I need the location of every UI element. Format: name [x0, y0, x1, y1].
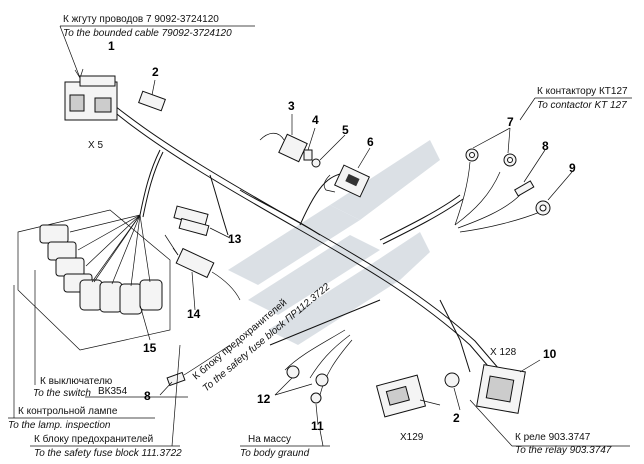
label-ground-en: To body graund — [240, 448, 310, 459]
callout-1: 1 — [108, 39, 115, 53]
part-8-plug-lower — [159, 344, 231, 396]
label-ground-ru: На массу — [248, 434, 291, 445]
watermark-logo — [228, 140, 440, 345]
part-15-connectors — [17, 209, 171, 351]
leader-lines — [8, 25, 632, 447]
callout-8: 8 — [542, 139, 549, 153]
label-x129: Х129 — [400, 432, 424, 443]
terminal-wires-7-8-9 — [454, 161, 541, 233]
label-safety-block-rot-ru: К блоку предохранителей — [190, 297, 289, 383]
label-x5: Х 5 — [88, 140, 103, 151]
callout-2-lower: 2 — [453, 411, 460, 425]
part-5-insulator — [311, 134, 346, 168]
callout-6: 6 — [367, 135, 374, 149]
connector-x128 — [476, 359, 541, 414]
label-relay-ru: К реле 903.3747 — [515, 432, 591, 443]
callout-12: 12 — [257, 392, 271, 406]
callout-3: 3 — [288, 99, 295, 113]
part-3-connector — [259, 114, 308, 163]
callout-11: 11 — [311, 419, 324, 433]
callout-14: 14 — [187, 307, 201, 321]
label-fuse-en: To the safety fuse block 111.3722 — [34, 448, 182, 459]
callout-8-lower: 8 — [144, 389, 151, 403]
callout-10: 10 — [543, 347, 557, 361]
part-2-ring — [444, 372, 461, 411]
label-bounded-cable-ru: К жгуту проводов 7 9092-3724120 — [63, 14, 219, 25]
label-switch-ru: К выключателю — [40, 376, 113, 387]
left-label-leaders — [13, 270, 513, 447]
connector-x129 — [375, 374, 441, 418]
part-13-terminals — [164, 205, 231, 256]
callout-7: 7 — [507, 115, 514, 129]
label-relay-en: To the relay 903.3747 — [515, 445, 612, 456]
label-contactor-ru: К контактору КТ127 — [537, 86, 628, 97]
label-fuse-ru: К блоку предохранителей — [34, 433, 153, 445]
ring-terminals — [465, 148, 551, 216]
callout-4: 4 — [312, 113, 319, 127]
callout-15: 15 — [143, 341, 157, 355]
callout-5: 5 — [342, 123, 349, 137]
connector-x5 — [64, 75, 118, 121]
part-2-terminal — [138, 79, 166, 112]
callout-2: 2 — [152, 65, 159, 79]
label-switch-en: To the switch — [33, 388, 91, 399]
part-14-connector — [175, 247, 241, 311]
callout-9: 9 — [569, 161, 576, 175]
label-x128: Х 128 — [490, 347, 517, 358]
label-lamp-en: To the lamp. inspection — [8, 420, 111, 431]
ground-terminals — [269, 299, 381, 426]
label-switch-code: ВК354 — [98, 386, 128, 397]
callout-leaders-right — [472, 127, 573, 201]
callout-13: 13 — [228, 232, 242, 246]
part-6-socket — [323, 147, 371, 198]
label-bounded-cable-en: To the bounded cable 79092-3724120 — [63, 28, 232, 39]
part-4-plug — [303, 127, 316, 161]
harness-trunk — [111, 105, 506, 381]
label-lamp-ru: К контрольной лампе — [18, 406, 118, 417]
label-contactor-en: To contactor KT 127 — [537, 100, 627, 111]
